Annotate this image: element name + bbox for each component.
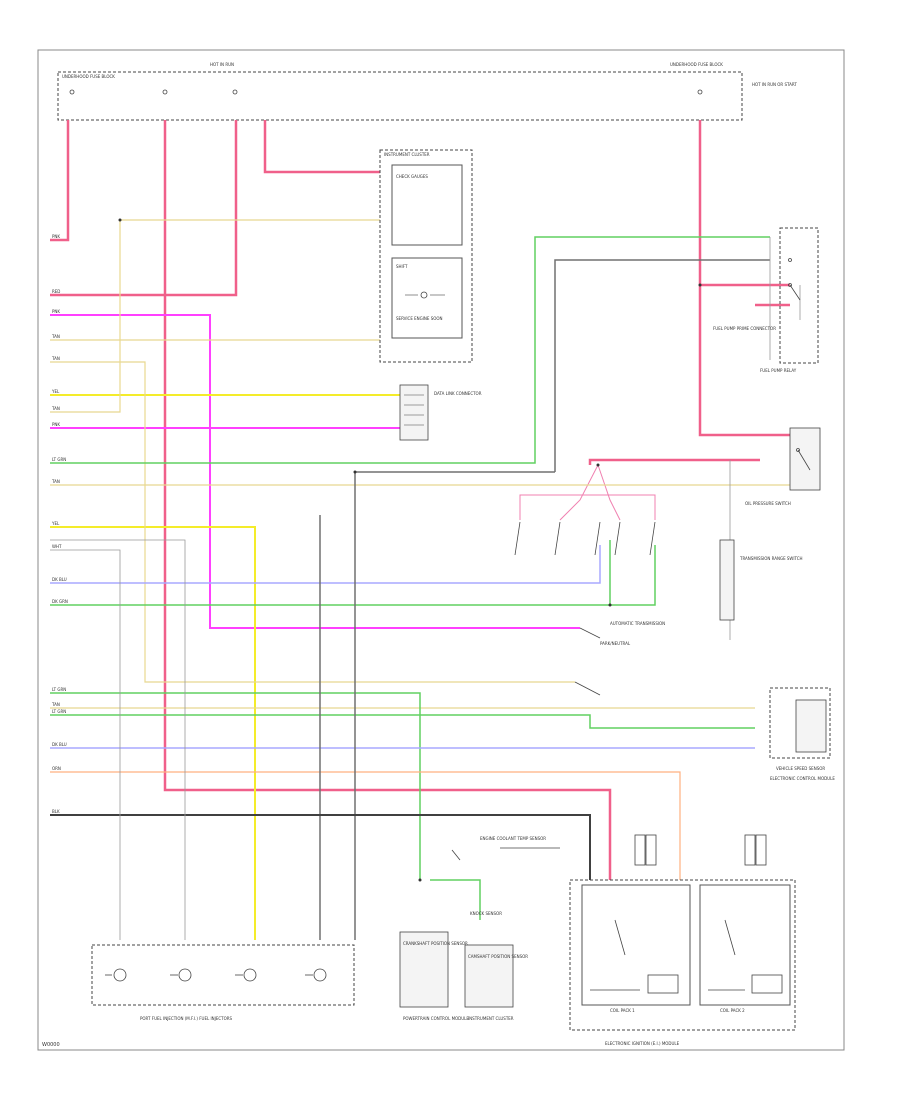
- tag-orn: ORN: [52, 766, 61, 771]
- knock-sensor-label: KNOCK SENSOR: [470, 911, 502, 916]
- tag-pnk-2: PNK: [52, 422, 60, 427]
- red-wires: [50, 120, 810, 880]
- coil-pack-1-label: COIL PACK 1: [610, 1008, 635, 1013]
- tag-grn-4: LT GRN: [52, 709, 66, 714]
- fuel-pump-prime-label: FUEL PUMP PRIME CONNECTOR: [713, 326, 776, 331]
- tag-tan-3: TAN: [51, 406, 60, 411]
- injectors-box: [91, 944, 355, 1006]
- fuse-block-left-label: UNDERHOOD FUSE BLOCK: [62, 74, 115, 79]
- left-wire-tags: PNK RED PNK TAN TAN YEL TAN PNK LT GRN T…: [51, 234, 68, 814]
- hot-run-start-label: HOT IN RUN OR START: [752, 82, 797, 87]
- cam-sensor-box: [464, 944, 514, 1008]
- vss-box: [769, 687, 831, 759]
- fuel-pump-relay-box: [779, 227, 819, 364]
- ect-sensor-mark: [451, 847, 560, 861]
- tag-yel-2: YEL: [51, 521, 60, 526]
- thin-gray-wires: [50, 237, 801, 940]
- tag-tan-5: TAN: [51, 702, 60, 707]
- tag-grn-2: DK GRN: [52, 599, 68, 604]
- tag-grn-3: LT GRN: [52, 687, 66, 692]
- fuel-pump-relay-label: FUEL PUMP RELAY: [760, 368, 797, 373]
- tag-tan-2: TAN: [51, 356, 60, 361]
- ect-label: ENGINE COOLANT TEMP SENSOR: [480, 836, 546, 841]
- cluster-service-engine: SERVICE ENGINE SOON: [396, 316, 443, 321]
- crank-sensor-box: [399, 931, 449, 1008]
- tag-tan-4: TAN: [51, 479, 60, 484]
- tag-grn-1: LT GRN: [52, 457, 66, 462]
- vss-connector: [795, 699, 827, 753]
- oil-pressure-switch-box: [789, 427, 821, 491]
- data-link-connector: [399, 384, 429, 441]
- tag-yel-1: YEL: [51, 389, 60, 394]
- fuel-injectors: [105, 968, 327, 982]
- tag-tan-1: TAN: [51, 334, 60, 339]
- cam-sensor-label: CAMSHAFT POSITION SENSOR: [468, 954, 528, 959]
- cluster-inner-top: [391, 164, 463, 246]
- fuel-fuse-right: [719, 539, 735, 621]
- ecm-label: ELECTRONIC CONTROL MODULE: [770, 776, 835, 781]
- data-link-label: DATA LINK CONNECTOR: [434, 391, 482, 396]
- oil-pressure-label: OIL PRESSURE SWITCH: [745, 501, 791, 506]
- tan-wires: [50, 219, 810, 709]
- coil-pack-1-box: [581, 884, 691, 1006]
- pcm-label: POWERTRAIN CONTROL MODULE: [403, 1016, 469, 1021]
- cluster-shift-label: SHIFT: [396, 264, 408, 269]
- trans-range-label: TRANSMISSION RANGE SWITCH: [739, 556, 803, 561]
- park-neutral-switch: [574, 627, 601, 696]
- oil-pressure-contacts: [796, 448, 811, 471]
- instrument-cluster-box: [379, 149, 473, 363]
- tag-red-1: RED: [52, 289, 60, 294]
- tag-wht: WHT: [52, 544, 62, 549]
- coil-pack-2-elements: [708, 834, 783, 994]
- blue-wires: [50, 545, 755, 749]
- ignition-coils-label: ELECTRONIC IGNITION (E.I.) MODULE: [605, 1041, 680, 1046]
- coil-pack-2-box: [699, 884, 791, 1006]
- yellow-wires: [50, 394, 400, 940]
- hot-at-all-times-label: HOT IN RUN: [210, 62, 234, 67]
- trans-range-switches: [514, 521, 656, 556]
- cluster-bulbs: [405, 291, 445, 299]
- cluster-check-gauges: CHECK GAUGES: [396, 174, 428, 179]
- tag-pnk-1: PNK: [52, 234, 60, 239]
- tag-blu-1: DK BLU: [52, 577, 67, 582]
- dark-wires: [50, 814, 591, 880]
- vss-label: VEHICLE SPEED SENSOR: [776, 766, 825, 771]
- crank-sensor-label: CRANKSHAFT POSITION SENSOR: [403, 941, 468, 946]
- cluster-inner-bottom: [391, 257, 463, 339]
- coil-pack-1-elements: [590, 834, 679, 994]
- pink-relay-feeds: [519, 464, 656, 521]
- injectors-label: PORT FUEL INJECTION (M.F.I.) FUEL INJECT…: [140, 1016, 233, 1021]
- data-link-pins: [404, 394, 424, 426]
- fuse-symbols: [69, 89, 703, 95]
- diagram-frame: [37, 49, 845, 1051]
- ignition-module-box: [569, 879, 796, 1031]
- fuse-block-box: [57, 71, 743, 121]
- page-ref: W0000: [42, 1042, 60, 1048]
- tag-magenta: PNK: [52, 309, 60, 314]
- tag-blu-2: DK BLU: [52, 742, 67, 747]
- cluster-label: INSTRUMENT CLUSTER: [468, 1016, 514, 1021]
- magenta-wires: [50, 314, 580, 629]
- orange-wires: [50, 771, 681, 880]
- fuse-block-right-label: UNDERHOOD FUSE BLOCK: [670, 62, 723, 67]
- coil-pack-2-label: COIL PACK 2: [720, 1008, 745, 1013]
- auto-trans-label: AUTOMATIC TRANSMISSION: [610, 621, 665, 626]
- park-neutral-label: PARK/NEUTRAL: [600, 641, 631, 646]
- fuel-pump-relay-contacts: [788, 258, 801, 301]
- junction-dots: [118, 218, 702, 882]
- tag-blk: BLK: [52, 809, 60, 814]
- gray-wires: [319, 259, 770, 940]
- instrument-cluster-label: INSTRUMENT CLUSTER: [384, 152, 430, 157]
